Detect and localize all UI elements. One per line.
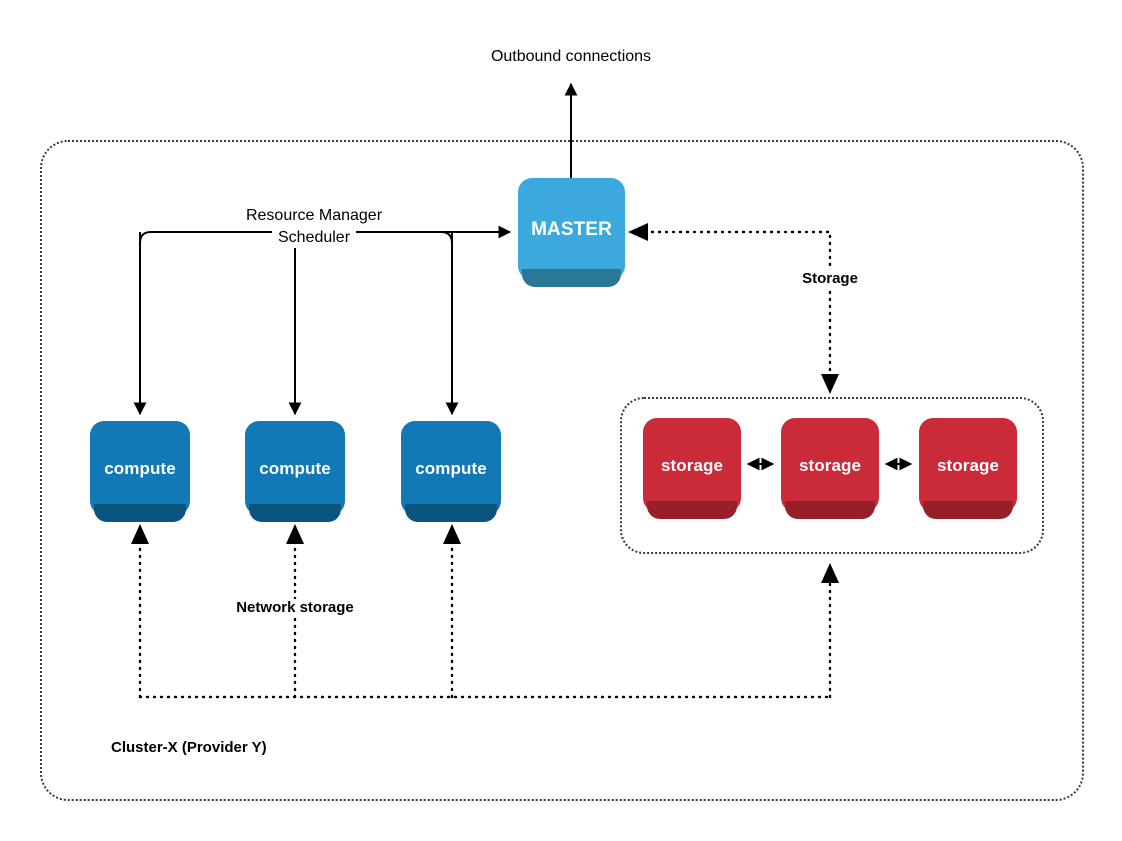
node-storage-1-label: storage: [660, 455, 724, 475]
label-cluster: Cluster-X (Provider Y): [111, 739, 267, 756]
node-storage-3-label: storage: [936, 455, 1000, 475]
node-compute-1[interactable]: compute: [90, 421, 190, 522]
label-scheduler: Scheduler: [271, 228, 357, 248]
storage-group-frame: [620, 397, 1044, 554]
node-compute-2-label: compute: [259, 458, 331, 478]
node-storage-1[interactable]: storage: [643, 418, 741, 519]
node-storage-2[interactable]: storage: [781, 418, 879, 519]
cluster-frame: [40, 140, 1084, 801]
label-storage-link: Storage: [796, 270, 864, 289]
node-compute-3-label: compute: [415, 458, 487, 478]
label-network-storage: Network storage: [230, 599, 360, 618]
label-resource-manager: Resource Manager: [239, 206, 389, 226]
node-master-label: MASTER: [531, 218, 612, 240]
node-master[interactable]: MASTER: [518, 178, 625, 287]
node-compute-3[interactable]: compute: [401, 421, 501, 522]
node-compute-1-label: compute: [104, 458, 176, 478]
label-outbound-connections: Outbound connections: [490, 48, 652, 65]
node-storage-2-label: storage: [798, 455, 862, 475]
node-compute-2[interactable]: compute: [245, 421, 345, 522]
node-storage-3[interactable]: storage: [919, 418, 1017, 519]
